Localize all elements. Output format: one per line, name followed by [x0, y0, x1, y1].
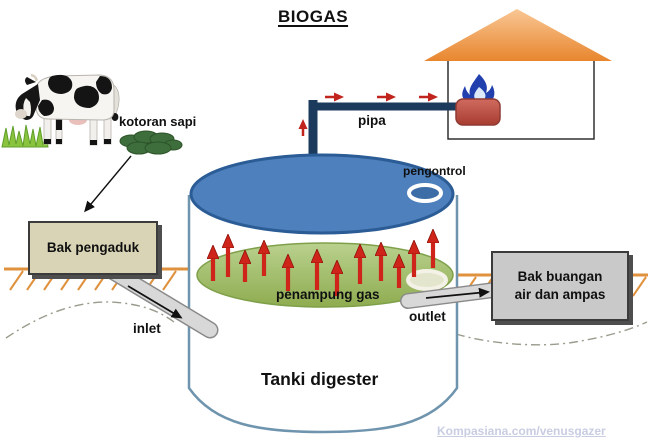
flame-core: [474, 87, 486, 102]
house-icon: [424, 9, 612, 140]
label-outlet: outlet: [409, 309, 446, 324]
excavation-line-right: [455, 321, 648, 346]
waste-box: Bak buangan air dan ampas: [491, 251, 629, 321]
gas-dome: [189, 153, 455, 235]
label-kotoran-sapi: kotoran sapi: [119, 114, 197, 129]
outlet-pipe: [400, 282, 502, 309]
label-penampung-gas: penampung gas: [276, 287, 380, 302]
roof: [424, 9, 612, 61]
grass-icon: [1, 124, 49, 148]
pipe-flow-arrows: [298, 92, 438, 136]
stove-icon: [455, 98, 501, 126]
label-inlet: inlet: [133, 321, 161, 336]
label-pipa: pipa: [358, 113, 386, 128]
dung-icon: [119, 130, 183, 155]
control-ring: [407, 183, 443, 203]
mixer-box: Bak pengaduk: [28, 221, 158, 275]
dung-to-mixer-arrow: [84, 155, 132, 213]
waste-box-label-line1: Bak buangan: [517, 269, 603, 285]
watermark-link: Kompasiana.com/venusgazer: [437, 424, 606, 438]
gas-arrows: [213, 238, 433, 296]
gas-pipe: [308, 100, 465, 166]
cow-icon: [15, 74, 120, 146]
inlet-pipe: [103, 262, 219, 339]
label-pengontrol: pengontrol: [403, 164, 466, 178]
label-tanki-digester: Tanki digester: [261, 369, 379, 389]
excavation-line-left: [5, 301, 175, 339]
gas-holder: [196, 242, 454, 308]
mixer-box-label: Bak pengaduk: [46, 240, 140, 256]
diagram-title: BIOGAS: [278, 7, 349, 26]
outlet-opening: [406, 269, 448, 291]
waste-box-label-line2: air dan ampas: [514, 287, 606, 302]
